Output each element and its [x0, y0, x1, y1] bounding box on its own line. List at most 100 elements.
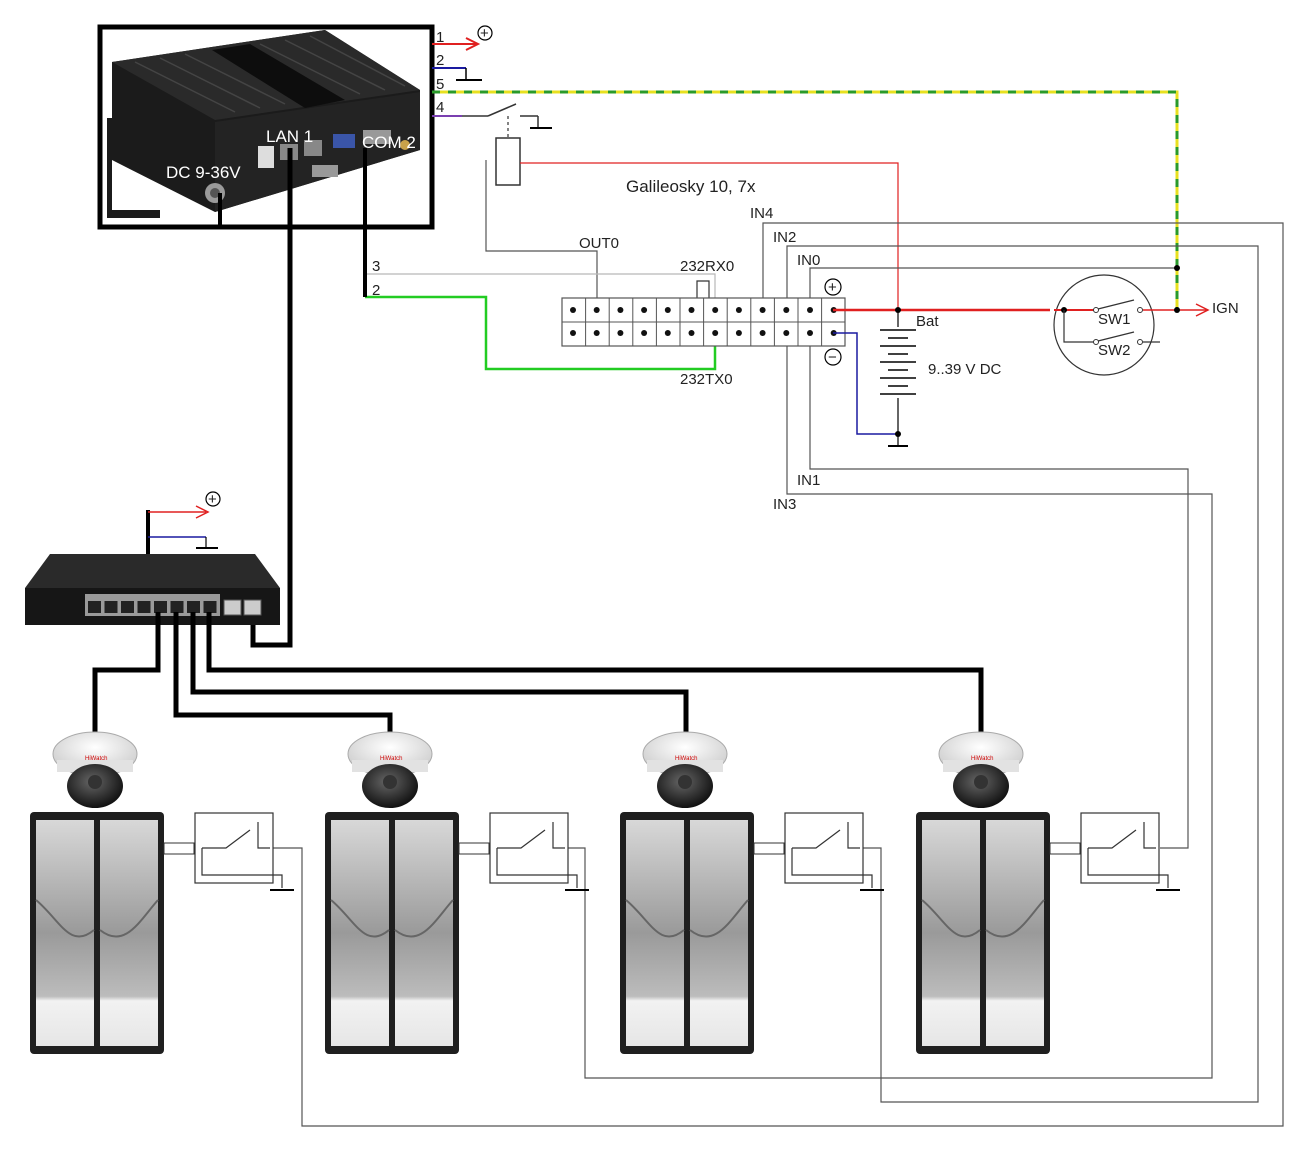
- relay-coil-positive: [520, 162, 899, 310]
- com-pin2-label: 2: [372, 282, 380, 299]
- terminal-pin: [807, 307, 813, 313]
- out0-wire: [485, 160, 598, 310]
- com2-label: COM 2: [362, 133, 416, 152]
- switch-uplink-port: [223, 599, 242, 616]
- door-sensor: [1049, 842, 1081, 855]
- sw1-label: SW1: [1098, 311, 1131, 328]
- sw1-contact: [1097, 299, 1135, 310]
- switch-port: [170, 601, 184, 613]
- terminal-pin: [617, 307, 624, 313]
- switch-port: [104, 601, 118, 613]
- terminal-pin: [759, 330, 766, 336]
- svg-text:+: +: [480, 25, 489, 42]
- terminal-pin: [664, 330, 671, 336]
- camera-unit-3: HiWatch: [620, 731, 884, 1054]
- lan2-port: [304, 140, 322, 156]
- in2-label: IN2: [773, 229, 796, 246]
- cabinet-door-left: [922, 820, 980, 1046]
- cabinet-door-left: [331, 820, 389, 1046]
- lan-cable-to-switch: [250, 148, 293, 648]
- terminal-pin: [688, 330, 695, 336]
- terminal-pin: [688, 307, 695, 313]
- terminal-pin: [783, 330, 790, 336]
- switch-uplink-port: [243, 599, 262, 616]
- camera-unit-4: HiWatch: [916, 731, 1180, 1054]
- in3-label: IN3: [773, 496, 796, 513]
- camera-brand: HiWatch: [380, 756, 402, 762]
- switch-port: [88, 601, 101, 613]
- relay-coil: [495, 137, 521, 186]
- plus-terminal-symbol: [824, 278, 842, 296]
- pin-label-2: 2: [436, 52, 444, 69]
- bat-label: Bat: [916, 313, 939, 330]
- terminal-pin: [783, 307, 790, 313]
- door-sensor: [163, 842, 195, 855]
- earth-wire: [432, 90, 1179, 310]
- switch-port: [203, 601, 217, 613]
- usb-port: [258, 146, 274, 168]
- terminal-pin: [712, 307, 719, 313]
- com-port: [312, 165, 338, 177]
- svg-text:+: +: [828, 279, 837, 296]
- camera-unit-2: HiWatch: [325, 731, 589, 1054]
- door-switch-contact: [1088, 829, 1137, 849]
- terminal-pin: [735, 330, 742, 336]
- terminal-pin: [807, 330, 813, 336]
- cabinet-door-left: [36, 820, 94, 1046]
- out0-label: OUT0: [579, 235, 619, 252]
- switch-port: [137, 601, 151, 613]
- svg-text:−: −: [828, 349, 837, 366]
- pin-label-5: 5: [436, 76, 444, 93]
- pc-power-pins: 1 2 5 4 +: [432, 25, 552, 186]
- switch-port-panel: [85, 594, 220, 616]
- battery-symbol: [880, 329, 916, 395]
- tx-label: 232TX0: [680, 371, 733, 388]
- tracker-pins: [570, 307, 837, 336]
- cabinet-door-left: [626, 820, 684, 1046]
- ign-label: IGN: [1212, 300, 1239, 317]
- voltage-label: 9..39 V DC: [928, 361, 1002, 378]
- ignition-switch: [1053, 274, 1155, 376]
- terminal-pin: [664, 307, 671, 313]
- terminal-pin: [570, 307, 576, 313]
- pin-label-1: 1: [436, 29, 444, 46]
- minus-terminal-symbol: [824, 348, 842, 366]
- network-switch: +: [25, 491, 280, 625]
- mini-pc: LAN 1 COM 2 DC 9-36V: [97, 24, 435, 230]
- terminal-pin: [641, 307, 648, 313]
- terminal-pin: [641, 330, 648, 336]
- door-sensor: [753, 842, 785, 855]
- door-switch-contact: [202, 829, 251, 849]
- com-pin3-label: 3: [372, 258, 380, 275]
- terminal-pin: [759, 307, 766, 313]
- switch-port: [187, 601, 200, 613]
- sw2-contact: [1097, 331, 1135, 342]
- camera-brand: HiWatch: [675, 756, 697, 762]
- camera-brand: HiWatch: [971, 756, 993, 762]
- relay-contact: [487, 103, 517, 117]
- rx-label: 232RX0: [680, 258, 734, 275]
- antenna-connector: [400, 140, 410, 150]
- switch-port: [154, 601, 167, 613]
- tracker-terminal-block: [561, 297, 846, 347]
- svg-text:+: +: [208, 491, 217, 508]
- camera-ethernet-cables: [92, 612, 984, 736]
- dc-label: DC 9-36V: [166, 163, 241, 182]
- door-switch-contact: [497, 829, 546, 849]
- in0-label: IN0: [797, 252, 820, 269]
- switch-port: [121, 601, 134, 613]
- power-circuit: Bat 9..39 V DC SW1 SW2 IGN: [833, 265, 1239, 447]
- pin-label-4: 4: [436, 99, 444, 116]
- com2-port: [363, 130, 391, 144]
- terminal-pin: [735, 307, 742, 313]
- door-sensor: [458, 842, 490, 855]
- input-wires: [270, 222, 1284, 1127]
- door-switch-contact: [792, 829, 841, 849]
- rs232-tx-wire: [365, 295, 717, 371]
- plus-symbol: [477, 25, 493, 41]
- terminal-pin: [617, 330, 624, 336]
- in1-label: IN1: [797, 472, 820, 489]
- camera-brand: HiWatch: [85, 756, 107, 762]
- terminal-pin: [593, 330, 600, 336]
